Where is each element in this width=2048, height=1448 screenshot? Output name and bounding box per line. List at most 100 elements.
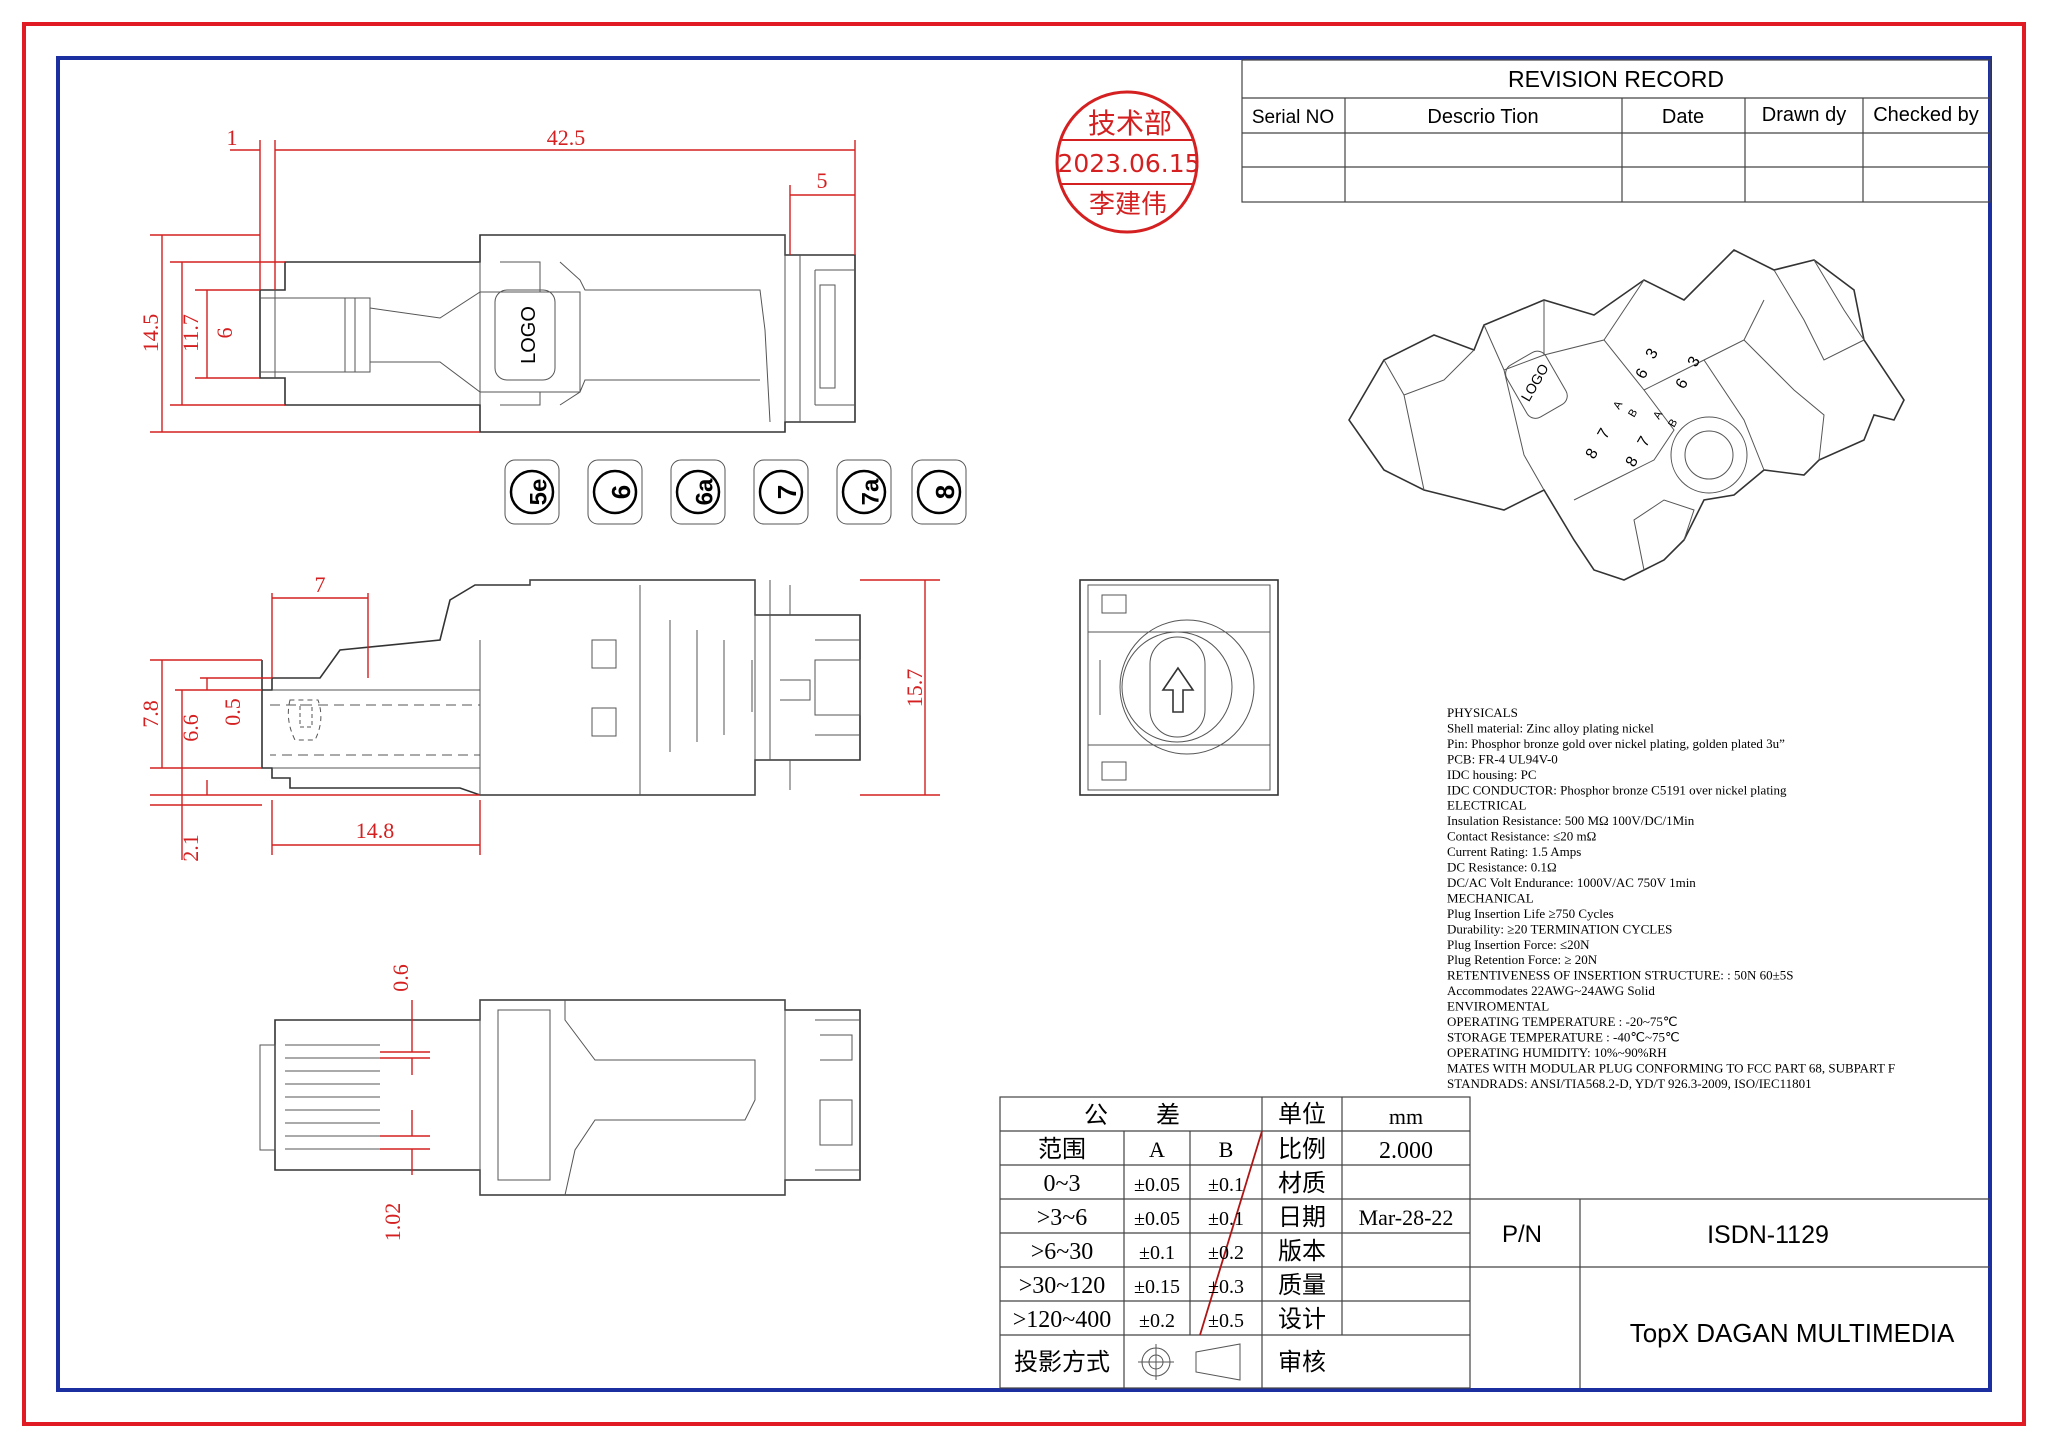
company-name: TopX DAGAN MULTIMEDIA <box>1630 1318 1955 1348</box>
spec-line: OPERATING HUMIDITY: 10%~90%RH <box>1447 1045 1667 1060</box>
tol-unit-label: 单位 <box>1278 1101 1326 1128</box>
top-view: LOGO 1 42.5 5 14.5 11.7 6 <box>138 125 856 433</box>
spec-line: ELECTRICAL <box>1447 798 1526 813</box>
svg-text:6: 6 <box>606 485 636 499</box>
badge-7a: 7a <box>836 459 892 525</box>
dim-7: 7 <box>315 572 326 597</box>
dim-15-7: 15.7 <box>902 669 927 708</box>
svg-text:B: B <box>1666 417 1680 429</box>
tol-header: 公 差 <box>1084 1102 1180 1129</box>
spec-line: Durability: ≥20 TERMINATION CYCLES <box>1447 921 1672 936</box>
title-block: P/N ISDN-1129 TopX DAGAN MULTIMEDIA <box>1470 1198 1990 1388</box>
svg-text:7: 7 <box>1595 426 1614 442</box>
svg-text:7a: 7a <box>857 478 884 505</box>
svg-text:A: A <box>1651 409 1665 422</box>
spec-line: STORAGE TEMPERATURE : -40℃~75℃ <box>1447 1030 1680 1045</box>
spec-line: Insulation Resistance: 500 MΩ 100V/DC/1M… <box>1447 813 1695 828</box>
spec-line: RETENTIVENESS OF INSERTION STRUCTURE: : … <box>1447 968 1794 983</box>
spec-line: Plug Insertion Force: ≤20N <box>1447 937 1590 952</box>
svg-text:±0.05: ±0.05 <box>1134 1174 1180 1196</box>
review-label: 审核 <box>1278 1349 1326 1376</box>
svg-text:7: 7 <box>1635 434 1654 450</box>
tol-row-4: >30~120 ±0.15 ±0.3 质量 <box>1019 1272 1326 1299</box>
stamp-date: 2023.06.15 <box>1057 149 1200 178</box>
dim-14-8: 14.8 <box>356 818 395 843</box>
svg-text:8: 8 <box>930 485 960 499</box>
tolerance-table: 公 差 单位 mm 范围 A B 比例 2.000 0~3 ±0.05 ±0.1… <box>999 1096 1471 1389</box>
isometric-view: LOGO 6 3 A B 8 7 6 3 A B 8 7 <box>1348 249 1905 581</box>
rev-col-checked: Checked by <box>1873 104 1979 126</box>
svg-text:7: 7 <box>772 485 802 499</box>
svg-text:±0.05: ±0.05 <box>1134 1208 1180 1230</box>
svg-text:Mar-28-22: Mar-28-22 <box>1359 1205 1454 1230</box>
dim-2-1: 2.1 <box>178 834 203 862</box>
tol-scale-value: 2.000 <box>1379 1138 1433 1164</box>
projection-label: 投影方式 <box>1014 1349 1110 1376</box>
spec-line: OPERATING TEMPERATURE : -20~75℃ <box>1447 1014 1677 1029</box>
badge-8: 8 <box>911 459 967 525</box>
badge-7: 7 <box>753 459 809 525</box>
svg-text:>3~6: >3~6 <box>1037 1205 1088 1231</box>
svg-text:±0.2: ±0.2 <box>1208 1242 1244 1264</box>
tol-row-5: >120~400 ±0.2 ±0.5 设计 <box>1013 1306 1326 1333</box>
svg-text:A: A <box>1611 399 1625 412</box>
tol-col-a: A <box>1149 1137 1165 1162</box>
svg-text:日期: 日期 <box>1278 1205 1326 1231</box>
spec-line: Current Rating: 1.5 Amps <box>1447 844 1581 859</box>
rev-col-description: Descrio Tion <box>1427 106 1538 128</box>
approval-stamp: 技术部 2023.06.15 李建伟 <box>1055 90 1201 234</box>
rev-col-serial: Serial NO <box>1252 107 1334 128</box>
spec-line: DC Resistance: 0.1Ω <box>1447 860 1557 875</box>
dim-1-02: 1.02 <box>380 1203 405 1242</box>
spec-line: MATES WITH MODULAR PLUG CONFORMING TO FC… <box>1447 1060 1895 1075</box>
spec-line: Shell material: Zinc alloy plating nicke… <box>1447 721 1654 736</box>
svg-text:±0.5: ±0.5 <box>1208 1310 1244 1332</box>
svg-text:3: 3 <box>1685 354 1704 370</box>
svg-text:6a: 6a <box>691 478 718 505</box>
badge-6a: 6a <box>670 459 726 525</box>
svg-text:>30~120: >30~120 <box>1019 1273 1106 1299</box>
inner-frame <box>56 56 1992 1392</box>
spec-line: Plug Retention Force: ≥ 20N <box>1447 952 1598 967</box>
dim-0-6: 0.6 <box>388 964 413 992</box>
tol-unit-value: mm <box>1389 1104 1423 1129</box>
side-view: 7 7.8 6.6 0.5 15.7 14.8 2.1 <box>138 572 940 862</box>
spec-line: DC/AC Volt Endurance: 1000V/AC 750V 1min <box>1447 875 1696 890</box>
svg-text:±0.15: ±0.15 <box>1134 1276 1180 1298</box>
svg-text:>120~400: >120~400 <box>1013 1307 1112 1333</box>
svg-text:8: 8 <box>1583 446 1602 462</box>
badge-6: 6 <box>587 459 643 525</box>
outer-frame <box>22 22 2026 1426</box>
svg-text:质量: 质量 <box>1278 1272 1326 1299</box>
dim-1: 1 <box>227 125 238 150</box>
svg-text:>6~30: >6~30 <box>1031 1239 1094 1265</box>
svg-text:6: 6 <box>1673 376 1692 392</box>
svg-text:材质: 材质 <box>1278 1170 1326 1197</box>
rev-col-date: Date <box>1662 106 1704 128</box>
bottom-view: 0.6 1.02 <box>259 964 861 1242</box>
dim-14-5: 14.5 <box>138 314 163 353</box>
spec-line: Accommodates 22AWG~24AWG Solid <box>1447 983 1655 998</box>
tol-col-range: 范围 <box>1038 1136 1086 1163</box>
projection-symbol <box>1138 1343 1241 1381</box>
category-badges: 5e 6 6a 7 7a 8 <box>504 459 967 525</box>
spec-line: ENVIROMENTAL <box>1447 999 1549 1014</box>
tol-row-3: >6~30 ±0.1 ±0.2 版本 <box>1031 1238 1326 1265</box>
spec-line: Pin: Phosphor bronze gold over nickel pl… <box>1447 736 1785 751</box>
tol-scale-label: 比例 <box>1278 1136 1326 1163</box>
svg-text:B: B <box>1626 407 1640 419</box>
stamp-department: 技术部 <box>1088 107 1172 140</box>
tol-col-b: B <box>1219 1137 1234 1162</box>
spec-line: MECHANICAL <box>1447 890 1534 905</box>
spec-line: IDC CONDUCTOR: Phosphor bronze C5191 ove… <box>1447 782 1787 797</box>
dim-11-7: 11.7 <box>178 314 203 352</box>
svg-text:0~3: 0~3 <box>1044 1171 1081 1197</box>
spec-line: Plug Insertion Life ≥750 Cycles <box>1447 906 1614 921</box>
front-view <box>1079 579 1279 796</box>
rev-col-drawn: Drawn dy <box>1762 104 1846 126</box>
spec-line: PCB: FR-4 UL94V-0 <box>1447 751 1558 766</box>
svg-text:±0.1: ±0.1 <box>1208 1208 1244 1230</box>
spec-line: PHYSICALS <box>1447 705 1518 720</box>
